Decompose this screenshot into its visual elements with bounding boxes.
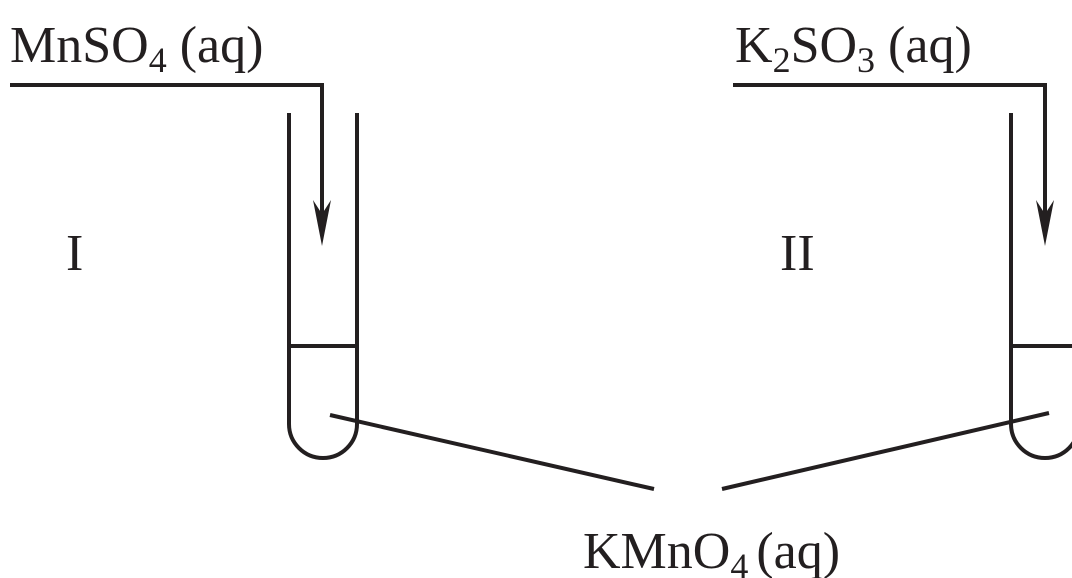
reagent-k2so3-state: (aq) <box>875 17 972 74</box>
feed-line-mnso4 <box>10 83 324 215</box>
test-tube-i <box>287 113 359 460</box>
reagent-mnso4-state: (aq) <box>167 17 264 74</box>
feed-arrow-k2so3 <box>733 83 1054 246</box>
reagent-kmno4-subscript: 4 <box>730 546 748 578</box>
tube-label-i: I <box>66 225 83 282</box>
test-tube-ii-outline <box>1009 113 1072 460</box>
reagent-label-k2so3: K2SO3 (aq) <box>735 17 972 80</box>
reagent-label-mnso4: MnSO4 (aq) <box>10 17 263 80</box>
arrowhead-k2so3 <box>1036 200 1054 246</box>
test-tube-i-outline <box>287 113 359 460</box>
leader-line-to-tube-i <box>329 413 655 491</box>
reagent-k2so3-subscript-1: 2 <box>773 40 791 80</box>
reagent-k2so3-subscript-2: 3 <box>857 40 875 80</box>
reagent-kmno4-main: KMnO <box>583 523 730 578</box>
reagent-kmno4-state: (aq) <box>756 523 840 578</box>
leader-line-to-tube-ii <box>721 411 1050 491</box>
feed-arrow-mnso4 <box>10 83 331 246</box>
reagent-mnso4-subscript: 4 <box>149 40 167 80</box>
feed-line-k2so3 <box>733 83 1047 215</box>
reagent-label-kmno4: KMnO4(aq) <box>583 523 840 578</box>
tube-label-ii: II <box>780 225 815 282</box>
arrowhead-mnso4 <box>313 200 331 246</box>
test-tube-ii <box>1009 113 1072 460</box>
reagent-k2so3-middle: SO <box>791 17 857 74</box>
reagent-k2so3-prefix: K <box>735 17 773 74</box>
reagent-mnso4-main: MnSO <box>10 17 149 74</box>
